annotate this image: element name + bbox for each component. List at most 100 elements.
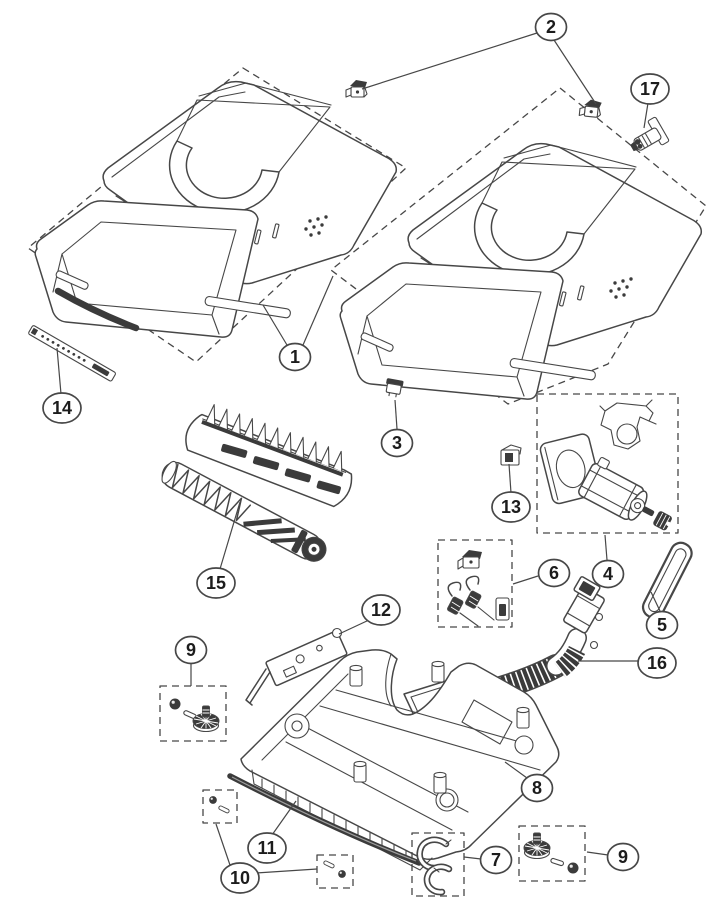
callout-number: 16 bbox=[647, 653, 667, 673]
motor-kit-box bbox=[536, 393, 679, 534]
bumper-strip bbox=[227, 773, 422, 866]
callout-number: 14 bbox=[52, 398, 72, 418]
callout-3: 3 bbox=[380, 428, 414, 458]
motor bbox=[578, 456, 655, 521]
belt bbox=[641, 541, 693, 619]
carbon-brush-kit-box bbox=[437, 539, 513, 628]
callout-circle bbox=[174, 635, 208, 665]
callout-circle bbox=[380, 428, 414, 458]
squeegee-blade bbox=[54, 287, 140, 332]
small-clip bbox=[385, 378, 404, 398]
callout-leader-4 bbox=[604, 534, 608, 561]
switch-box bbox=[500, 444, 522, 466]
callout-14: 14 bbox=[42, 392, 82, 424]
callout-leader-2 bbox=[553, 39, 597, 105]
callout-leader-10 bbox=[215, 823, 232, 869]
hood-assembly-outline-left bbox=[27, 67, 407, 363]
callout-number: 8 bbox=[532, 778, 542, 798]
callout-circle bbox=[196, 567, 236, 599]
callout-circle bbox=[491, 491, 531, 523]
callout-leader-7 bbox=[463, 856, 482, 860]
callout-number: 9 bbox=[618, 847, 628, 867]
callout-circle bbox=[520, 773, 554, 803]
callout-circle bbox=[247, 832, 287, 864]
screw-kit-a bbox=[202, 789, 238, 824]
callout-leader-12 bbox=[338, 619, 370, 635]
callout-leader-13 bbox=[508, 463, 512, 494]
callout-circle bbox=[537, 558, 571, 588]
motor-pulley bbox=[653, 511, 672, 531]
callout-leader-3 bbox=[394, 399, 398, 430]
callout-leader-9 bbox=[586, 851, 609, 856]
brush-comb bbox=[185, 404, 353, 508]
callout-16: 16 bbox=[637, 647, 677, 679]
callout-circle bbox=[637, 647, 677, 679]
wheel-kit-right bbox=[518, 825, 586, 882]
callout-circle bbox=[591, 559, 625, 589]
kit-terminal bbox=[495, 597, 510, 621]
callout-number: 2 bbox=[546, 17, 556, 37]
callout-number: 13 bbox=[501, 497, 521, 517]
callout-leader-8 bbox=[504, 761, 528, 779]
hood-assembly-outline-right bbox=[330, 87, 707, 405]
callout-number: 12 bbox=[371, 600, 391, 620]
carbon-brush-kit bbox=[437, 539, 513, 628]
callout-circle bbox=[534, 12, 568, 42]
callout-number: 3 bbox=[392, 433, 402, 453]
callout-circle bbox=[42, 392, 82, 424]
callout-circle bbox=[645, 610, 679, 640]
brush-roller bbox=[161, 460, 327, 562]
screw-kit-a-box bbox=[202, 789, 238, 824]
callout-circle bbox=[630, 73, 670, 105]
wheel-kit-left bbox=[159, 685, 227, 742]
callout-number: 17 bbox=[640, 79, 660, 99]
callout-circle bbox=[606, 842, 640, 872]
callout-number: 6 bbox=[549, 563, 559, 583]
callout-6: 6 bbox=[537, 558, 571, 588]
trim-strip bbox=[28, 325, 116, 382]
hood-clip-right bbox=[578, 98, 603, 119]
callout-9: 9 bbox=[174, 635, 208, 665]
callout-number: 11 bbox=[257, 838, 276, 858]
callout-number: 5 bbox=[657, 615, 667, 635]
gasket-kit-box bbox=[411, 832, 465, 897]
callout-leader-2 bbox=[361, 32, 538, 90]
callout-9: 9 bbox=[606, 842, 640, 872]
carbon-brush-1 bbox=[447, 581, 479, 627]
motor-kit bbox=[536, 393, 679, 534]
callout-5: 5 bbox=[645, 610, 679, 640]
callout-number: 10 bbox=[230, 868, 250, 888]
callout-leader-17 bbox=[643, 102, 649, 129]
motor-bracket bbox=[599, 399, 657, 450]
callout-leader-15 bbox=[219, 501, 241, 570]
callout-leader-1 bbox=[302, 275, 334, 346]
callout-number: 1 bbox=[290, 347, 300, 367]
callout-7: 7 bbox=[479, 845, 513, 875]
callout-2: 2 bbox=[534, 12, 568, 42]
callout-leader-11 bbox=[271, 800, 297, 836]
callout-circle bbox=[361, 594, 401, 626]
callout-15: 15 bbox=[196, 567, 236, 599]
callout-11: 11 bbox=[247, 832, 287, 864]
callout-17: 17 bbox=[630, 73, 670, 105]
callout-circle bbox=[278, 342, 312, 372]
screw-kit-b bbox=[316, 854, 354, 889]
hose-connector bbox=[573, 576, 601, 601]
callout-8: 8 bbox=[520, 773, 554, 803]
callout-leader-5 bbox=[650, 591, 661, 612]
callout-number: 9 bbox=[186, 640, 196, 660]
callout-circle bbox=[220, 862, 260, 894]
hood-assembly-right bbox=[339, 142, 703, 400]
carbon-brush-2 bbox=[465, 575, 495, 621]
callout-12: 12 bbox=[361, 594, 401, 626]
callout-leader-1 bbox=[262, 304, 288, 346]
callout-1: 1 bbox=[278, 342, 312, 372]
kit-clip bbox=[457, 550, 482, 570]
callout-circle bbox=[479, 845, 513, 875]
latch-pin bbox=[630, 116, 670, 152]
callout-leader-6 bbox=[512, 575, 539, 585]
hood-assembly-left bbox=[34, 80, 398, 338]
